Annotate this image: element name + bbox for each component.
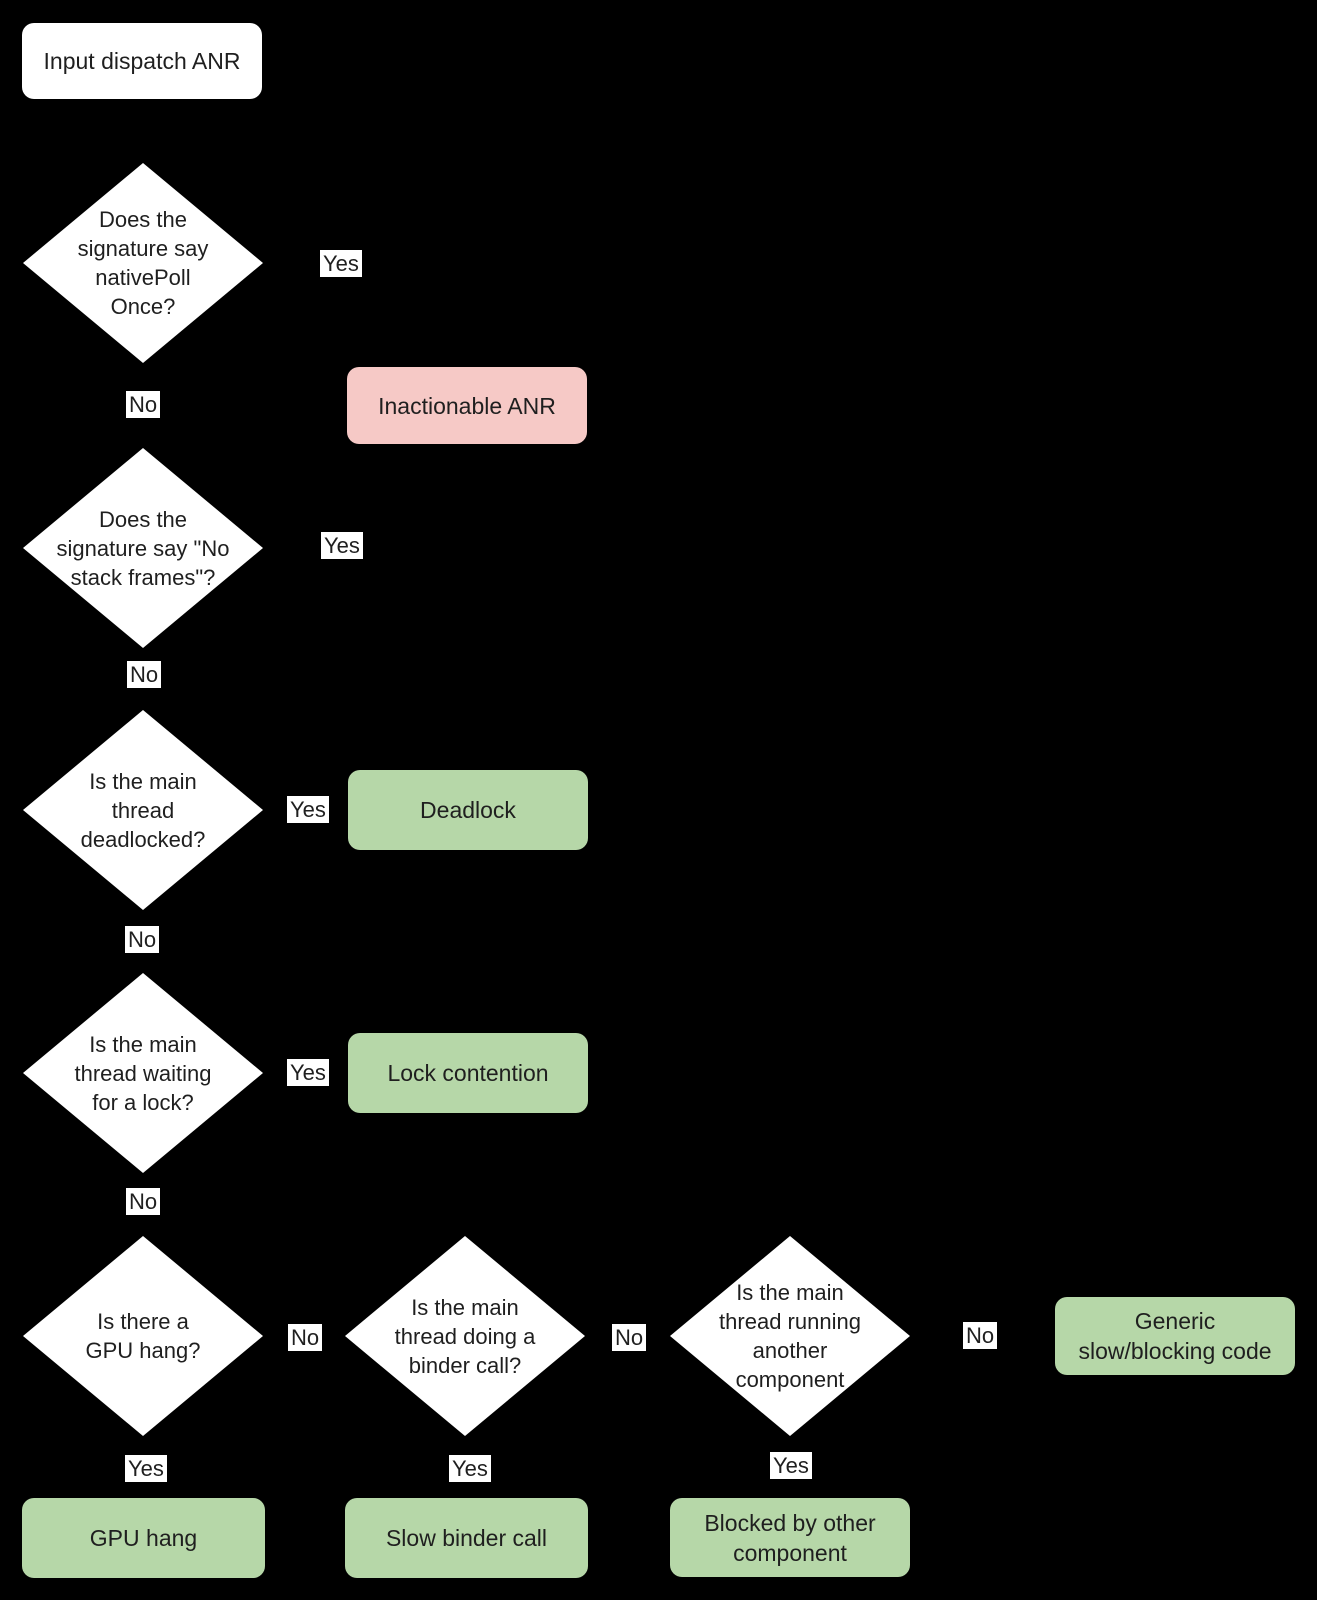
edge-label-yes-no-stack-frames: Yes <box>321 532 363 559</box>
decision-question: Is the main thread deadlocked? <box>80 768 206 852</box>
edge-label-no-gpu-hang: No <box>288 1324 323 1351</box>
edge-label-no-no-stack-frames: No <box>127 661 162 688</box>
edge-label-no-binder-call: No <box>612 1324 647 1351</box>
outcome-gpu-hang: GPU hang <box>22 1498 265 1578</box>
edge-label-no-deadlocked: No <box>125 926 160 953</box>
outcome-inactionable-anr: Inactionable ANR <box>347 367 587 444</box>
outcome-blocked-by-other-component: Blocked by other component <box>670 1498 910 1577</box>
edge-label-yes-waiting-lock: Yes <box>287 1059 329 1086</box>
edge-label-no-another-component: No <box>963 1322 998 1349</box>
outcome-generic-slow-blocking-code: Generic slow/blocking code <box>1055 1297 1295 1375</box>
decision-gpu-hang: Is there a GPU hang? <box>23 1236 263 1436</box>
outcome-lock-contention: Lock contention <box>348 1033 588 1113</box>
edge-label-yes-gpu-hang: Yes <box>125 1455 167 1482</box>
decision-question: Is the main thread doing a binder call? <box>394 1294 536 1378</box>
edge-label-no-native-poll: No <box>126 391 161 418</box>
edge-label-no-waiting-lock: No <box>126 1188 161 1215</box>
edge-label-yes-binder-call: Yes <box>449 1455 491 1482</box>
decision-question: Is there a GPU hang? <box>85 1309 201 1363</box>
start-node: Input dispatch ANR <box>22 23 262 99</box>
decision-running-another-component: Is the main thread running another compo… <box>670 1236 910 1436</box>
decision-question: Does the signature say "No stack frames"… <box>56 506 230 590</box>
decision-no-stack-frames: Does the signature say "No stack frames"… <box>23 448 263 648</box>
edge-label-yes-native-poll: Yes <box>320 250 362 277</box>
edge-label-yes-deadlocked: Yes <box>287 796 329 823</box>
decision-question: Is the main thread waiting for a lock? <box>74 1031 212 1115</box>
edge-label-yes-another-component: Yes <box>770 1452 812 1479</box>
outcome-slow-binder-call: Slow binder call <box>345 1498 588 1578</box>
decision-native-poll-once: Does the signature say nativePoll Once? <box>23 163 263 363</box>
decision-main-thread-waiting-lock: Is the main thread waiting for a lock? <box>23 973 263 1173</box>
decision-binder-call: Is the main thread doing a binder call? <box>345 1236 585 1436</box>
decision-question: Does the signature say nativePoll Once? <box>77 207 209 319</box>
decision-main-thread-deadlocked: Is the main thread deadlocked? <box>23 710 263 910</box>
decision-question: Is the main thread running another compo… <box>719 1280 861 1392</box>
outcome-deadlock: Deadlock <box>348 770 588 850</box>
